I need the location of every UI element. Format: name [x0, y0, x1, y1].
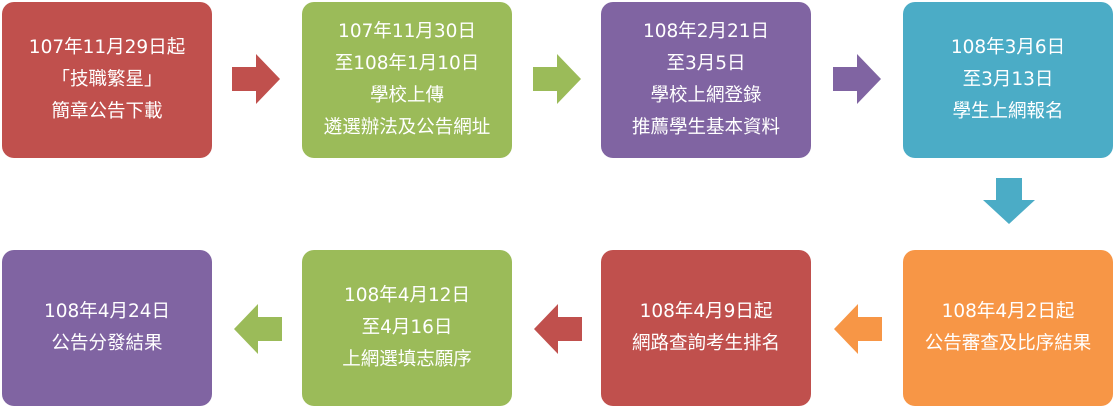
step-4-line-1: 108年3月6日	[950, 37, 1066, 58]
step-7-line-1: 108年4月12日	[343, 285, 471, 306]
arrow-left-icon	[234, 304, 282, 354]
step-6-box: 108年4月9日起 網路查詢考生排名	[601, 250, 811, 406]
arrow-2-shape	[533, 54, 581, 104]
step-3-line-4: 推薦學生基本資料	[631, 117, 780, 138]
arrow-4-shape	[983, 178, 1035, 224]
step-1-line-2: 「技職繁星」	[51, 69, 163, 90]
step-4-line-3: 學生上網報名	[952, 101, 1064, 122]
step-3-line-3: 學校上網登錄	[650, 85, 762, 106]
step-5-line-2: 公告審查及比序結果	[924, 333, 1092, 354]
step-4-box: 108年3月6日 至3月13日 學生上網報名	[903, 2, 1113, 158]
step-2-line-1: 107年11月30日	[338, 21, 476, 42]
step-7-box: 108年4月12日 至4月16日 上網選填志願序	[302, 250, 512, 406]
arrow-left-icon	[534, 304, 582, 354]
step-5-box: 108年4月2日起 公告審查及比序結果	[903, 250, 1113, 406]
step-3-line-1: 108年2月21日	[642, 21, 770, 42]
arrow-right-icon	[533, 54, 581, 104]
step-8-line-2: 公告分發結果	[51, 333, 163, 354]
step-8-box: 108年4月24日 公告分發結果	[2, 250, 212, 406]
step-2-line-2: 至108年1月10日	[334, 53, 480, 74]
arrow-left-icon	[834, 304, 882, 354]
step-7-line-2: 至4月16日	[361, 317, 453, 338]
arrow-down-icon	[983, 178, 1035, 224]
step-1-box: 107年11月29日起 「技職繁星」 簡章公告下載	[2, 2, 212, 158]
arrow-5-shape	[834, 304, 882, 354]
step-5-line-1: 108年4月2日起	[941, 301, 1075, 322]
arrow-6-shape	[534, 304, 582, 354]
step-2-line-3: 學校上傳	[369, 85, 444, 106]
arrow-3-shape	[833, 54, 881, 104]
step-3-box: 108年2月21日 至3月5日 學校上網登錄 推薦學生基本資料	[601, 2, 811, 158]
step-6-line-2: 網路查詢考生排名	[631, 333, 780, 354]
step-3-line-2: 至3月5日	[666, 53, 746, 74]
step-2-box: 107年11月30日 至108年1月10日 學校上傳 遴選辦法及公告網址	[302, 2, 512, 158]
step-6-line-1: 108年4月9日起	[639, 301, 773, 322]
step-7-line-3: 上網選填志願序	[342, 349, 472, 370]
step-4-line-2: 至3月13日	[962, 69, 1054, 90]
step-1-line-1: 107年11月29日起	[28, 37, 186, 58]
arrow-right-icon	[232, 54, 280, 104]
arrow-1-shape	[232, 54, 280, 104]
step-8-line-1: 108年4月24日	[43, 301, 171, 322]
step-2-line-4: 遴選辦法及公告網址	[323, 117, 491, 138]
arrow-7-shape	[234, 304, 282, 354]
step-1-line-3: 簡章公告下載	[51, 101, 163, 122]
arrow-right-icon	[833, 54, 881, 104]
